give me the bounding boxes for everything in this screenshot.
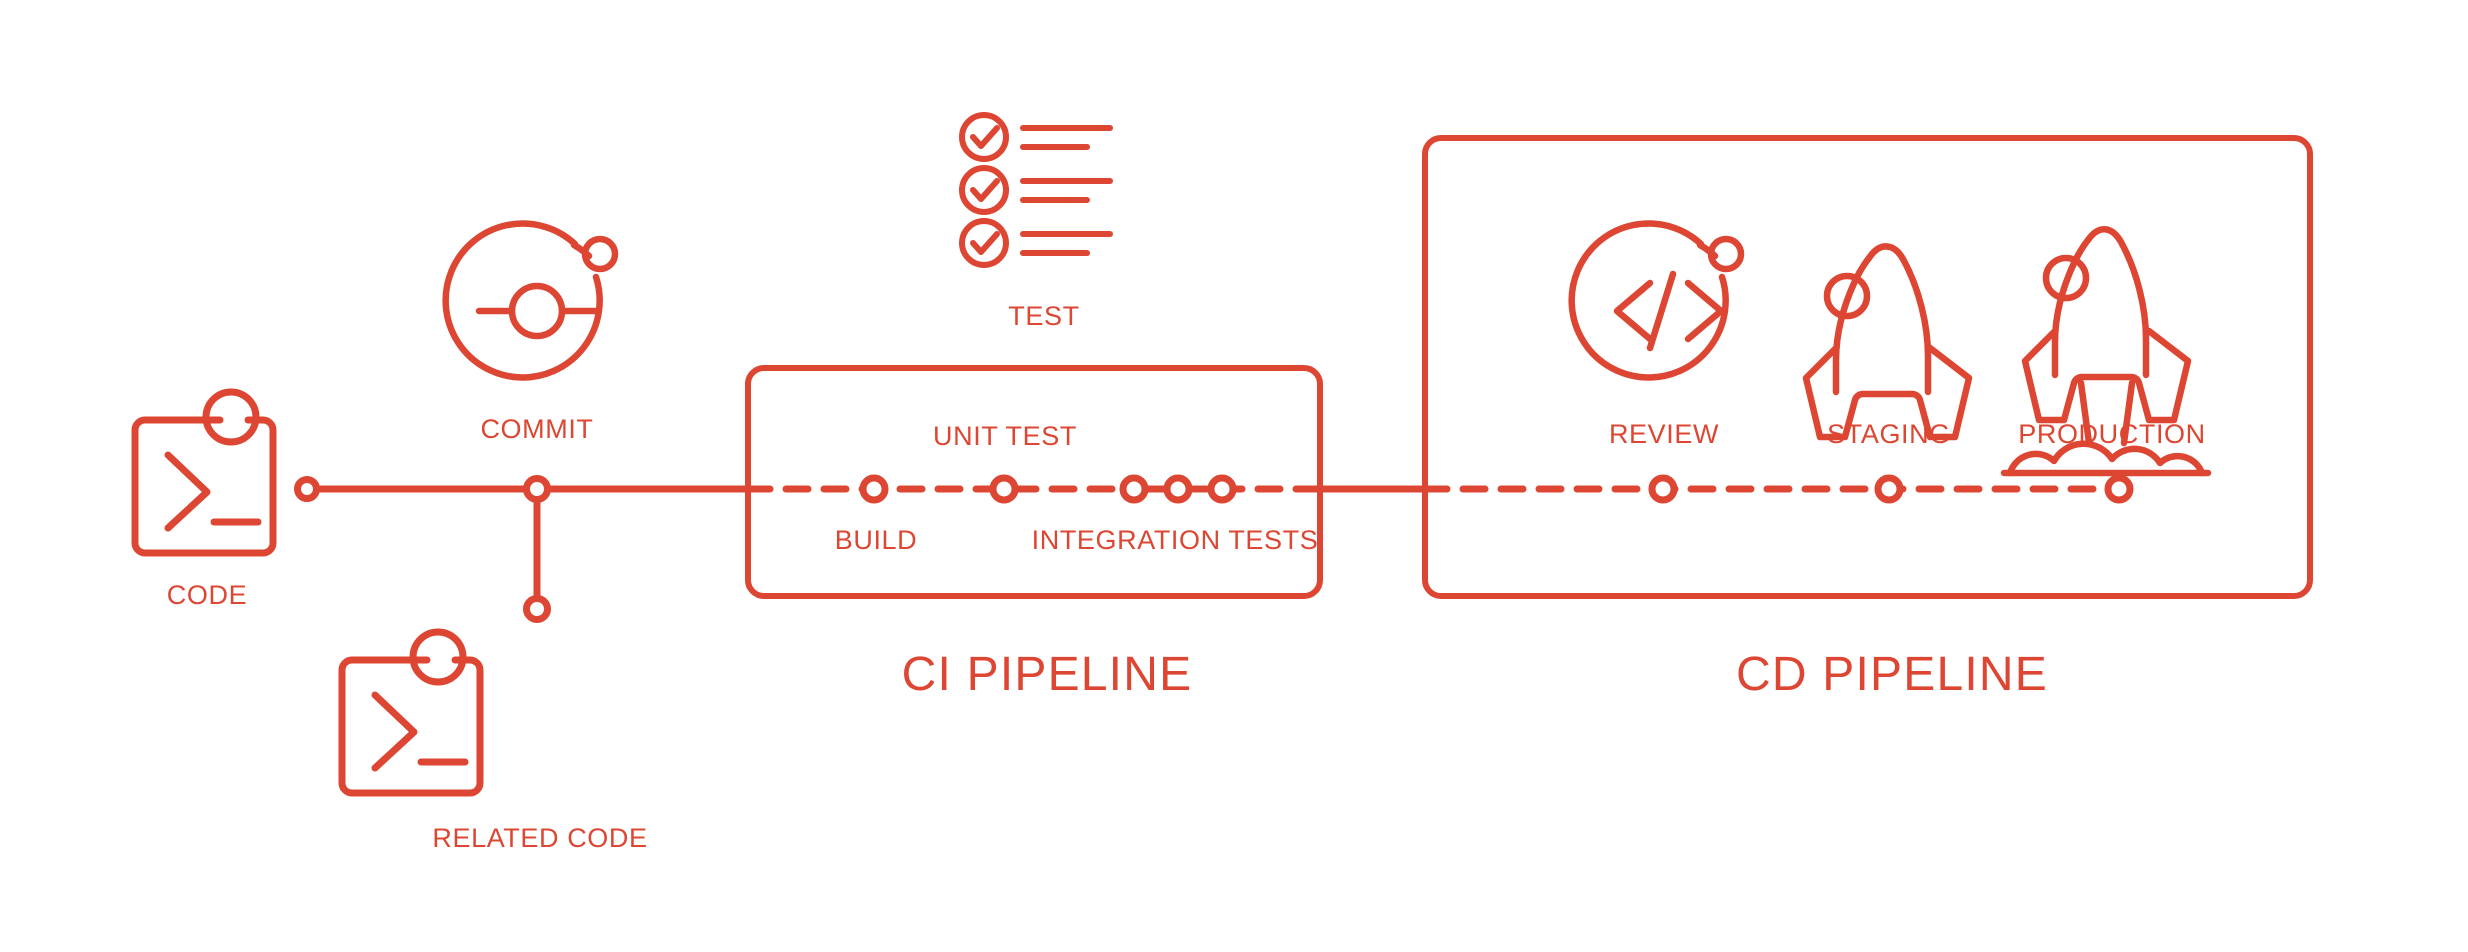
node-build[interactable] [859, 474, 889, 504]
node-production[interactable] [2104, 474, 2134, 504]
ci-pipeline-box [745, 365, 1323, 599]
label-review: REVIEW [1609, 419, 1719, 449]
label-test: TEST [1008, 301, 1079, 331]
label-ci-pipeline: CI PIPELINE [902, 648, 1193, 701]
label-cd-pipeline: CD PIPELINE [1736, 648, 2048, 701]
node-code[interactable] [294, 476, 320, 502]
node-staging[interactable] [1874, 474, 1904, 504]
label-integration-tests: INTEGRATION TESTS [1032, 525, 1319, 555]
node-integration-test-3[interactable] [1207, 474, 1237, 504]
node-integration-test-1[interactable] [1119, 474, 1149, 504]
label-staging: STAGING [1827, 419, 1951, 449]
label-unit-test: UNIT TEST [933, 421, 1077, 451]
commit-orbit-icon [442, 220, 619, 381]
rocket-icon [1802, 243, 1973, 441]
checklist-icon [959, 112, 1113, 268]
node-review[interactable] [1648, 474, 1678, 504]
node-unit-test[interactable] [989, 474, 1019, 504]
node-integration-test-2[interactable] [1163, 474, 1193, 504]
label-production: PRODUCTION [2018, 419, 2206, 449]
label-commit: COMMIT [480, 414, 593, 444]
label-build: BUILD [835, 525, 918, 555]
code-brackets-circle-icon [1568, 220, 1745, 381]
cd-pipeline-box [1422, 135, 2313, 599]
node-commit[interactable] [523, 475, 551, 503]
label-code: CODE [167, 580, 247, 610]
node-related-code[interactable] [523, 595, 551, 623]
terminal-code-icon [131, 388, 277, 557]
label-related-code: RELATED CODE [432, 823, 647, 853]
terminal-code-icon [338, 628, 484, 797]
rocket-launch-icon [2000, 226, 2212, 477]
